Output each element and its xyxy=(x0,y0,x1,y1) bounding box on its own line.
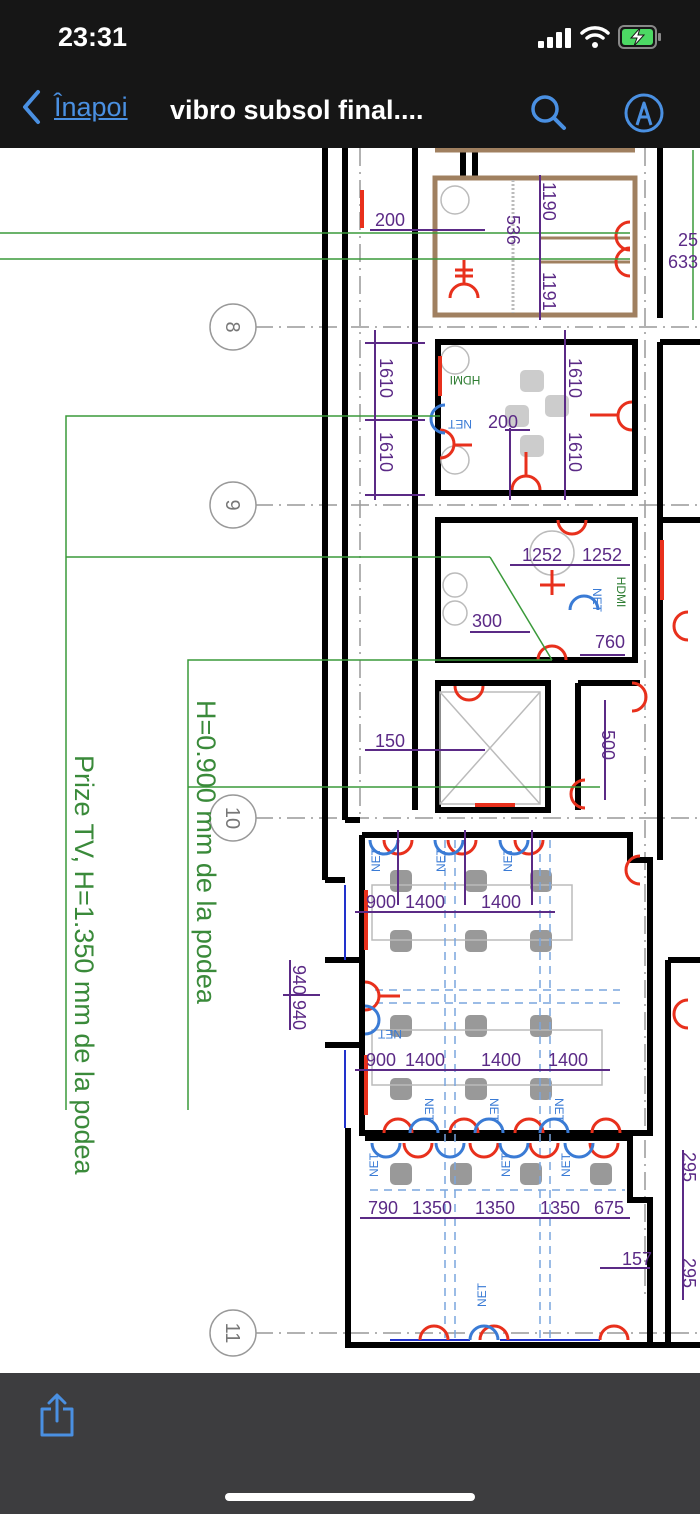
drawing-label: 9 xyxy=(221,499,243,510)
dimension-lines xyxy=(283,175,684,1300)
drawing-label: 536 xyxy=(503,215,523,245)
drawing-label: 157 xyxy=(622,1249,652,1269)
back-label: Înapoi xyxy=(54,91,128,122)
markup-button[interactable] xyxy=(622,91,666,135)
drawing-label: 1610 xyxy=(376,432,396,472)
drawing-label: 1190 xyxy=(539,182,559,221)
status-time: 23:31 xyxy=(58,22,128,52)
drawing-label: 1252 xyxy=(522,545,562,565)
drawing-label: 150 xyxy=(375,731,405,751)
drawing-label: 1610 xyxy=(565,432,585,472)
drawing-label: 200 xyxy=(488,412,518,432)
drawing-label: 940 xyxy=(289,965,309,995)
drawing-label: NET xyxy=(487,1098,501,1123)
drawing-label: NET xyxy=(447,417,472,431)
drawing-label: 200 xyxy=(375,210,405,230)
drawing-label: 25 xyxy=(678,230,698,250)
grid-bubble-11: 11 xyxy=(209,1309,257,1357)
dimension-labels: 200 1190 536 1191 25 633 1610 1610 1610 … xyxy=(289,182,699,1288)
share-icon[interactable] xyxy=(38,1393,76,1439)
drawing-label: 1252 xyxy=(582,545,622,565)
drawing-label: 8 xyxy=(221,321,243,332)
drawing-label: 633 xyxy=(668,252,698,272)
back-button[interactable]: Înapoi xyxy=(20,89,128,125)
status-bar: 23:31 xyxy=(0,0,700,75)
drawing-label: NET xyxy=(475,1282,489,1307)
drawing-label: NET xyxy=(499,1152,513,1177)
drawing-label: NET xyxy=(552,1098,566,1123)
drawing-label: 11 xyxy=(221,1323,243,1344)
room-brown-frame xyxy=(432,175,638,318)
drawing-label: 1610 xyxy=(376,358,396,398)
grid-lines xyxy=(255,148,700,1334)
drawing-label: 10 xyxy=(221,807,243,829)
grid-bubble-8: 8 xyxy=(209,303,257,351)
navigation-bar: Înapoi vibro subsol final.... xyxy=(0,75,700,148)
drawing-label: 900 xyxy=(366,1050,396,1070)
drawing-label: 300 xyxy=(472,611,502,631)
walls xyxy=(322,148,700,1348)
note-tv-sockets: Prize TV, H=1.350 mm de la podea xyxy=(69,755,99,1175)
drawing-label: NET xyxy=(590,588,604,613)
battery-charging-icon xyxy=(618,25,661,49)
drawing-label: 760 xyxy=(595,632,625,652)
drawing-label: 790 xyxy=(368,1198,398,1218)
drawing-label: 1400 xyxy=(481,1050,521,1070)
home-indicator xyxy=(225,1493,475,1501)
drawing-label: 675 xyxy=(594,1198,624,1218)
drawing-label: 295 xyxy=(679,1152,699,1182)
drawing-label: NET xyxy=(422,1098,436,1123)
drawing-label: 940 xyxy=(289,1000,309,1030)
wifi-icon xyxy=(580,26,610,48)
drawing-label: NET xyxy=(434,847,448,872)
drawing-label: 295 xyxy=(679,1258,699,1288)
drawing-label: 1400 xyxy=(481,892,521,912)
floor-plan: 8 9 10 11 xyxy=(0,148,700,1357)
drawing-label: NET xyxy=(377,1027,402,1041)
drawing-label: HDMI xyxy=(450,373,481,387)
grid-bubble-9: 9 xyxy=(209,481,257,529)
drawing-label: 1400 xyxy=(548,1050,588,1070)
drawing-label: NET xyxy=(369,847,383,872)
drawing-label: 1400 xyxy=(405,1050,445,1070)
drawing-label: 1350 xyxy=(475,1198,515,1218)
drawing-label: NET xyxy=(367,1152,381,1177)
drawing-label: NET xyxy=(501,847,515,872)
note-height-090: H=0.900 mm de la podea xyxy=(191,700,221,1005)
drawing-label: 900 xyxy=(366,892,396,912)
document-title: vibro subsol final.... xyxy=(170,95,424,125)
bottom-toolbar xyxy=(0,1373,700,1514)
chevron-left-icon xyxy=(23,90,40,124)
grid-bubble-10: 10 xyxy=(209,794,257,842)
power-sockets xyxy=(364,220,689,1341)
drawing-label: 1350 xyxy=(412,1198,452,1218)
drawing-label: 1610 xyxy=(565,358,585,398)
drawing-label: HDMI xyxy=(614,577,628,608)
drawing-label: 1350 xyxy=(540,1198,580,1218)
drawing-label: 1400 xyxy=(405,892,445,912)
annotation-leaders xyxy=(0,150,694,1110)
drawing-label: NET xyxy=(559,1152,573,1177)
drawing-label: 1191 xyxy=(539,272,559,311)
cellular-signal-icon xyxy=(538,28,571,48)
drawing-label: 500 xyxy=(598,730,618,760)
search-button[interactable] xyxy=(528,92,570,134)
pdf-page-view[interactable]: 8 9 10 11 xyxy=(0,148,700,1373)
